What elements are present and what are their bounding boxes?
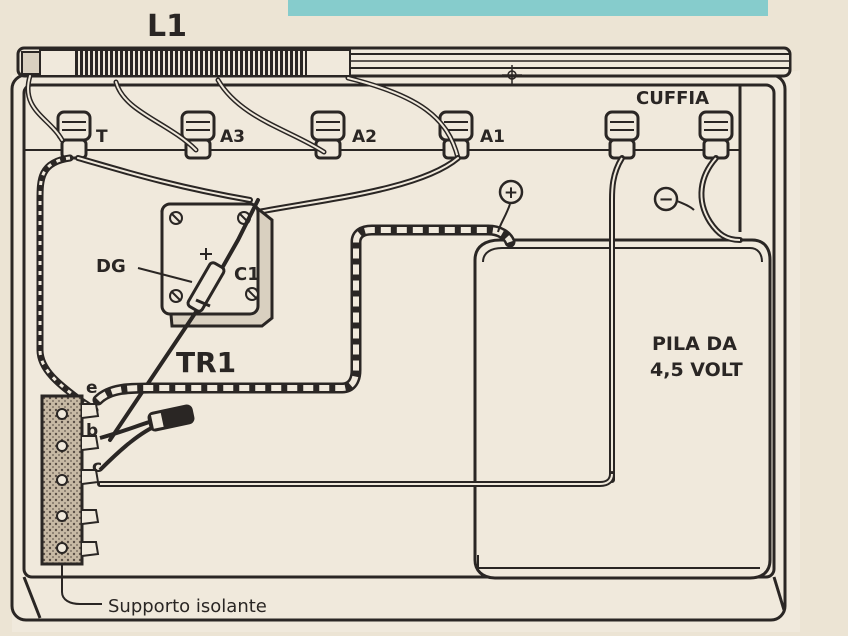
screw-terminal-a2 (310, 110, 346, 160)
screw-terminal-cuffia-1 (604, 110, 640, 160)
label-plus: + (504, 183, 518, 203)
label-a2: A2 (352, 127, 377, 147)
diode-dg (108, 198, 260, 442)
label-supporto-isolante: Supporto isolante (108, 596, 267, 617)
label-tr1: TR1 (176, 346, 236, 379)
small-capacitor (147, 404, 195, 432)
screw-terminal-cuffia-2 (698, 110, 734, 160)
label-l1: L1 (147, 9, 187, 44)
insulating-support (40, 394, 100, 566)
label-b: b (86, 421, 98, 441)
plus-marker (497, 179, 524, 233)
ferrite-rod-l1 (16, 46, 792, 78)
label-a1: A1 (480, 127, 505, 147)
label-pila-line1: PILA DA (652, 333, 737, 355)
accent-strip (288, 0, 768, 16)
crosshair-icon (502, 65, 522, 85)
wire-emitter-to-battery-plus (92, 224, 516, 406)
label-cuffia: CUFFIA (636, 88, 709, 109)
dg-pointer-line (137, 267, 193, 283)
label-dg: DG (96, 256, 126, 277)
label-c: c (92, 457, 102, 477)
label-c1: C1 (234, 264, 260, 285)
battery-pila (473, 238, 772, 580)
label-pila-line2: 4,5 VOLT (650, 359, 743, 381)
screw-terminal-t (56, 110, 92, 160)
label-e: e (86, 378, 98, 398)
label-a3: A3 (220, 127, 245, 147)
supporto-pointer-line (61, 564, 102, 605)
label-t: T (96, 127, 108, 147)
coil-winding (75, 49, 307, 77)
minus-marker (653, 186, 695, 212)
label-minus: − (658, 189, 673, 210)
